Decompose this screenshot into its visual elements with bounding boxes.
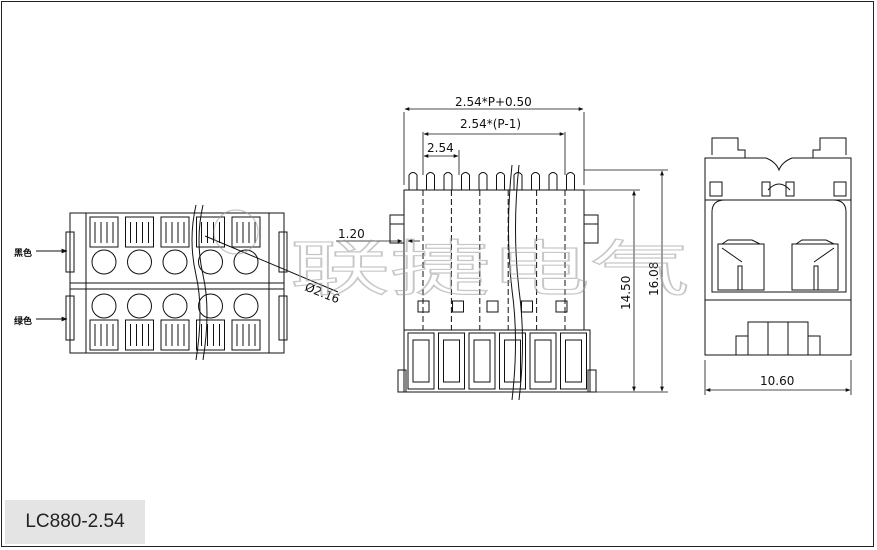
front-tooth — [531, 172, 540, 190]
bottom-cell-hole — [233, 293, 259, 319]
watermark: 联捷电气 — [213, 209, 691, 306]
top-cell-hole — [198, 249, 223, 275]
top-cell-hole — [91, 249, 117, 275]
top-cell-clamp — [196, 216, 225, 248]
label-green: 绿色 — [14, 315, 32, 327]
dim-offset: 1.20 — [338, 227, 365, 241]
front-tooth — [548, 172, 558, 190]
watermark-text: 联捷电气 — [290, 235, 690, 305]
front-square-hole — [486, 300, 499, 313]
dim-pitch: 2.54 — [427, 141, 454, 155]
dim-height-total: 16.08 — [647, 262, 661, 296]
front-tooth — [461, 172, 470, 190]
bottom-cell-clamp — [231, 319, 261, 351]
front-tooth — [566, 172, 575, 190]
side-view-dimension — [704, 360, 852, 395]
front-square-hole — [452, 300, 464, 313]
top-cell-hole — [162, 249, 188, 275]
bottom-cell-hole — [91, 293, 117, 319]
front-slot — [468, 332, 496, 390]
dim-depth: 10.60 — [760, 374, 794, 388]
top-cell-clamp — [89, 216, 119, 248]
front-tooth — [478, 172, 488, 190]
bottom-cell-clamp — [160, 319, 190, 351]
front-tooth — [426, 172, 435, 190]
top-cell-clamp — [231, 216, 261, 248]
front-slot — [560, 332, 587, 390]
front-tooth — [408, 172, 418, 190]
dim-pitch-span: 2.54*(P-1) — [460, 117, 521, 131]
front-slot — [438, 332, 465, 390]
front-view-dimensions — [336, 107, 668, 393]
front-slot — [407, 332, 435, 390]
bottom-cell-clamp — [89, 319, 119, 351]
front-square-hole — [555, 300, 568, 313]
dim-overall-width: 2.54*P+0.50 — [455, 95, 532, 109]
model-label: LC880-2.54 — [5, 500, 145, 544]
bottom-cell-clamp — [196, 319, 225, 351]
top-cell-clamp — [160, 216, 190, 248]
front-square-hole — [521, 300, 533, 313]
front-tooth — [496, 172, 505, 190]
front-slot — [499, 332, 526, 390]
front-tooth — [443, 172, 453, 190]
top-cell-hole — [127, 249, 152, 275]
side-view — [704, 137, 852, 356]
dim-height-inner: 14.50 — [619, 276, 633, 310]
bottom-cell-hole — [162, 293, 188, 319]
bottom-cell-hole — [198, 293, 223, 319]
top-cell-hole — [233, 249, 259, 275]
top-view — [65, 212, 288, 354]
label-black: 黑色 — [14, 247, 32, 259]
front-view — [389, 172, 599, 393]
bottom-cell-hole — [127, 293, 152, 319]
front-slot — [529, 332, 557, 390]
color-callouts: 黑色 绿色 — [14, 247, 68, 327]
bottom-cell-clamp — [125, 319, 154, 351]
top-cell-clamp — [125, 216, 154, 248]
break-lines — [191, 164, 523, 401]
